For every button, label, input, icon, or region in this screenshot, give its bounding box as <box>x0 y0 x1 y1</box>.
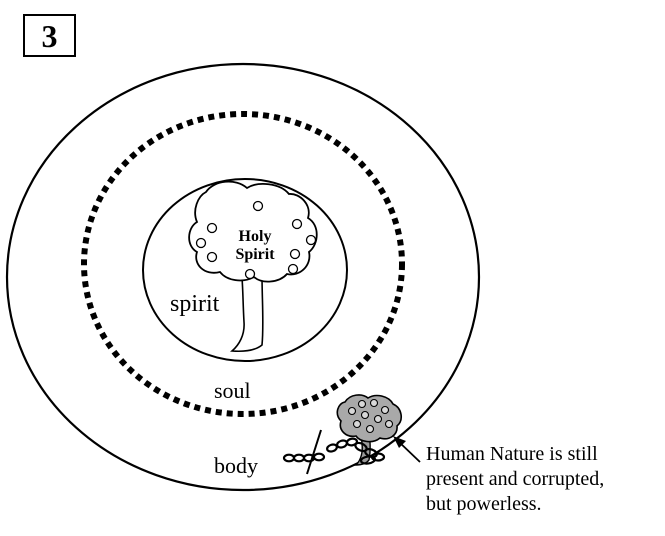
body-label: body <box>214 455 258 477</box>
note-line-2: present and corrupted, <box>426 467 665 492</box>
holy-spirit-label-line-2: Spirit <box>225 246 285 264</box>
annotation-arrow <box>393 436 420 462</box>
panel-number-box: 3 <box>23 14 76 57</box>
human-nature-note: Human Nature is still present and corrup… <box>426 442 665 517</box>
spirit-label: spirit <box>170 292 219 316</box>
panel-number: 3 <box>42 20 58 52</box>
holy-spirit-tree-icon <box>189 182 317 352</box>
human-nature-tree-icon <box>337 395 401 465</box>
note-line-3: but powerless. <box>426 492 665 517</box>
holy-spirit-label-line-1: Holy <box>225 228 285 246</box>
holy-spirit-label: Holy Spirit <box>225 228 285 263</box>
soul-label: soul <box>214 380 251 402</box>
note-line-1: Human Nature is still <box>426 442 665 467</box>
